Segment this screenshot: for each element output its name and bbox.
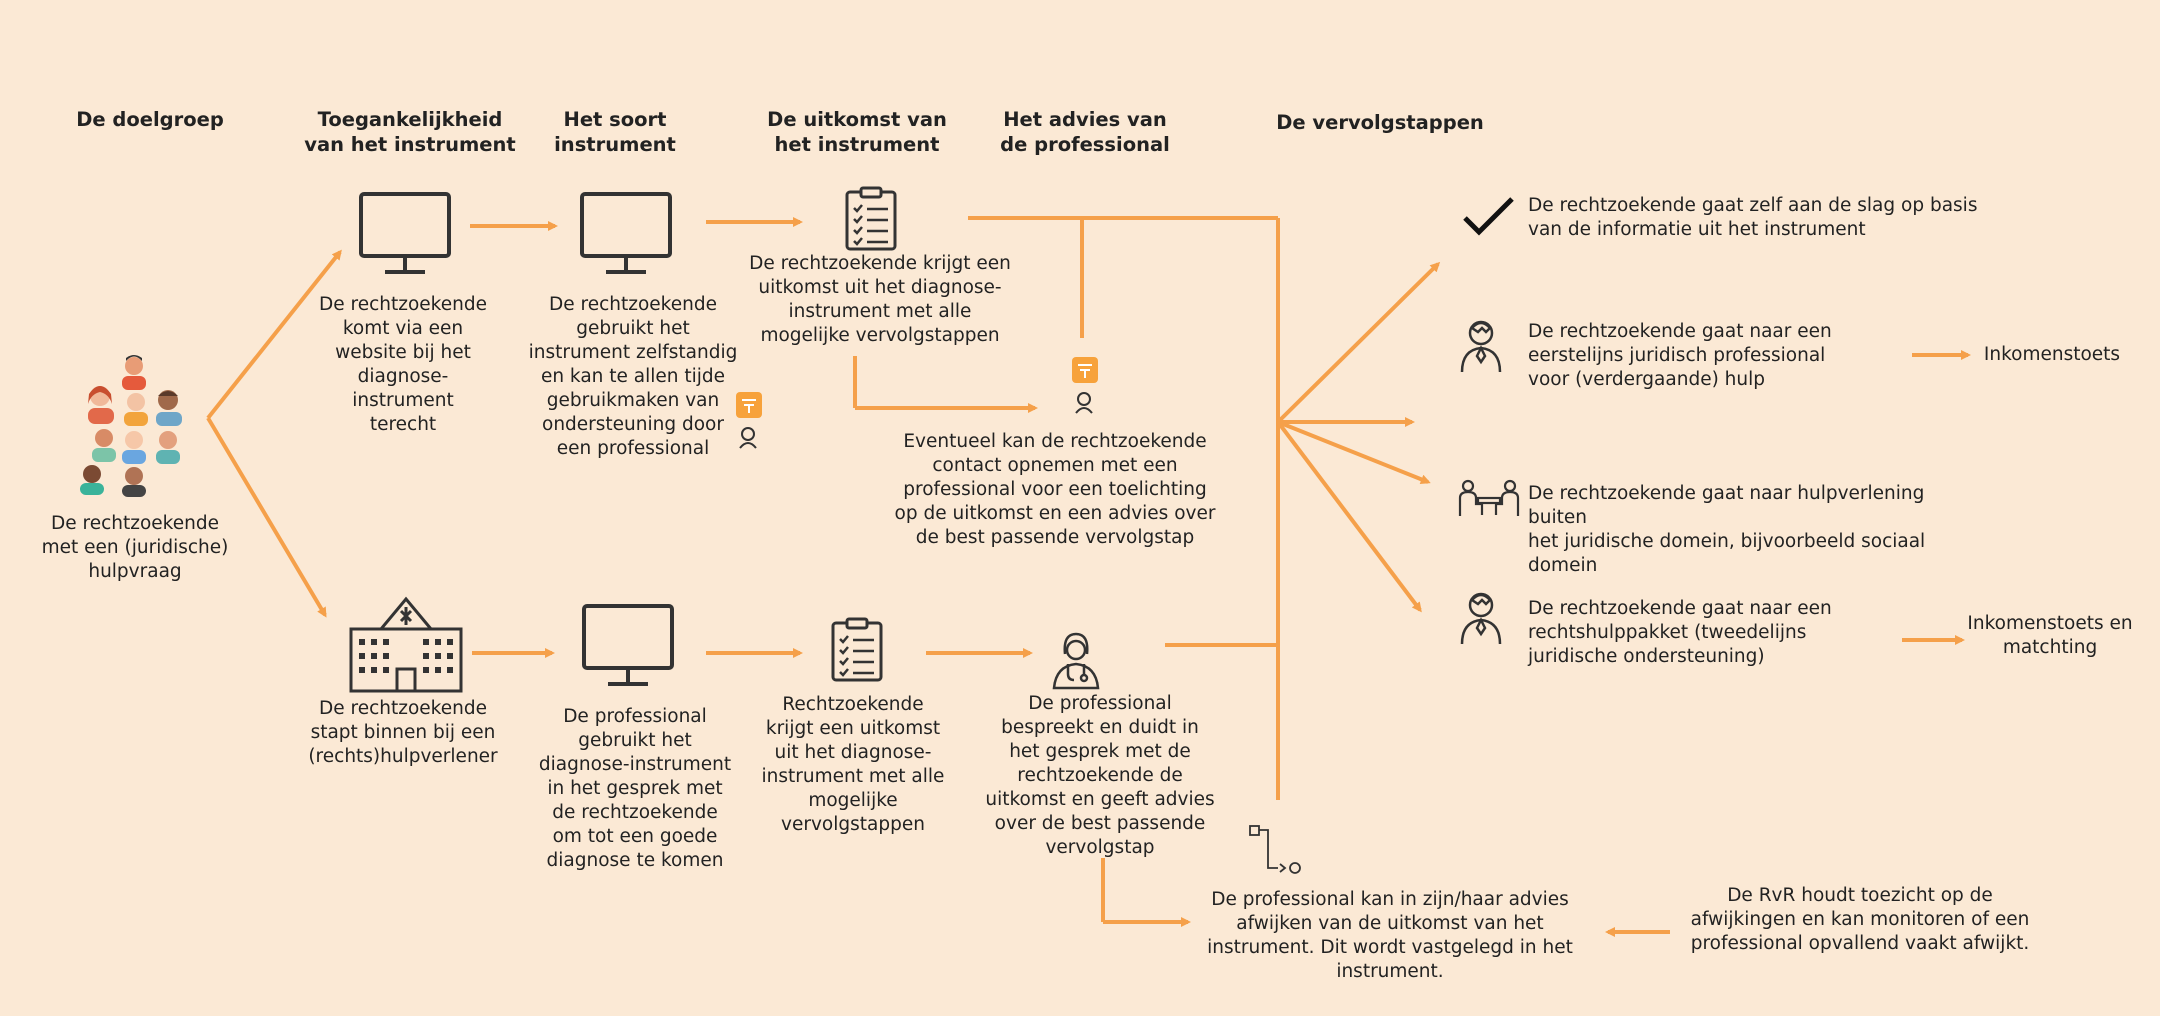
header-advies: Het advies van de professional <box>1000 108 1170 156</box>
header-uitkomst: De uitkomst van het instrument <box>767 108 947 156</box>
bottom-access-text: De rechtzoekende stapt binnen bij een (r… <box>308 698 498 767</box>
monitor-icon <box>580 192 672 274</box>
optional-contact-text: Eventueel kan de rechtzoekende contact o… <box>894 431 1216 548</box>
bottom-instrument-text: De professional gebruikt het diagnose-in… <box>538 706 732 871</box>
people-group-icon <box>80 355 182 497</box>
top-instrument-text: De rechtzoekende gebruikt het instrument… <box>528 294 738 459</box>
next-step-4-text: De rechtzoekende gaat naar een rechtshul… <box>1528 598 1832 667</box>
top-outcome-text: De rechtzoekende krijgt een uitkomst uit… <box>749 253 1011 346</box>
next-step-2-text: De rechtzoekende gaat naar een eerstelij… <box>1528 321 1832 390</box>
clipboard-checklist-icon <box>845 186 897 251</box>
monitor-icon <box>359 192 451 274</box>
lawyer-icon <box>1460 320 1502 373</box>
bottom-advice-text: De professional bespreekt en duidt in he… <box>985 693 1215 858</box>
building-icon <box>349 596 463 693</box>
bottom-outcome-text: Rechtzoekende krijgt een uitkomst uit he… <box>761 694 945 835</box>
monitor-icon <box>582 604 674 686</box>
target-group-text: De rechtzoekende met een (juridische) hu… <box>41 513 229 582</box>
header-soort: Het soort instrument <box>554 108 676 156</box>
deviation-note: De professional kan in zijn/haar advies … <box>1207 889 1573 982</box>
consultant-icon <box>1072 357 1098 414</box>
clipboard-checklist-icon <box>831 617 883 682</box>
checkmark-icon <box>1463 197 1514 236</box>
supervision-note: De RvR houdt toezicht op de afwijkingen … <box>1690 885 2030 954</box>
next-step-2-extra: Inkomenstoets <box>1983 344 2121 365</box>
header-doelgroep: De doelgroep <box>76 108 224 131</box>
next-step-1-text: De rechtzoekende gaat zelf aan de slag o… <box>1528 195 1978 240</box>
top-access-text: De rechtzoekende komt via een website bi… <box>319 294 487 435</box>
flowchart-symbol <box>1249 825 1301 874</box>
consultant-icon <box>736 392 762 449</box>
header-vervolgstappen: De vervolgstappen <box>1276 111 1484 134</box>
meeting-icon <box>1458 479 1520 516</box>
header-toegankelijkheid: Toegankelijkheid van het instrument <box>304 108 516 156</box>
next-step-3-text: De rechtzoekende gaat naar hulpverlening… <box>1528 483 1926 576</box>
next-step-4-extra: Inkomenstoets en matchting <box>1967 613 2133 658</box>
professional-icon <box>1052 632 1100 690</box>
lawyer-icon <box>1460 592 1502 645</box>
